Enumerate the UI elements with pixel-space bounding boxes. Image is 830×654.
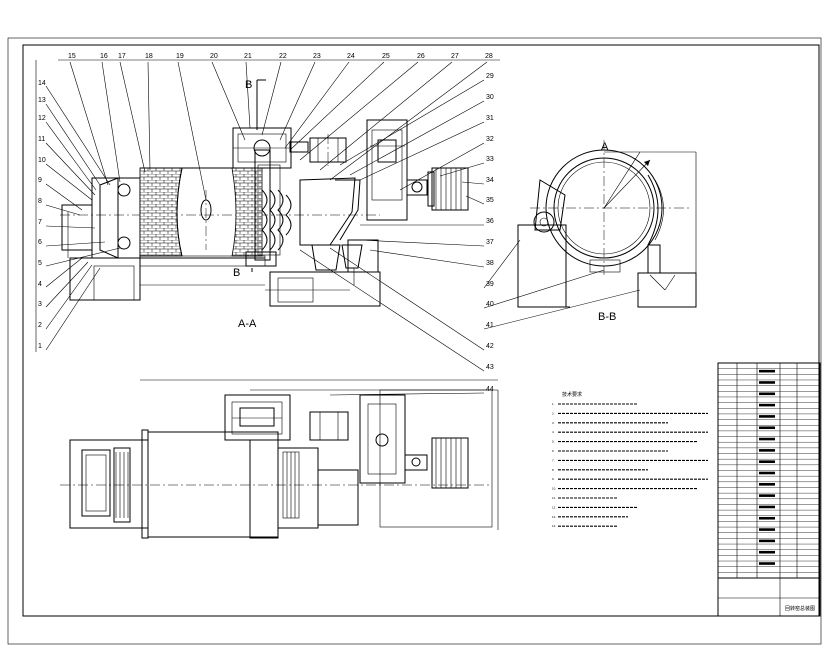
title-block-cell-text — [759, 426, 775, 430]
tech-req-line-number: 2. — [552, 411, 555, 415]
top-part-numbers: 15 16 17 18 19 20 21 22 23 24 25 26 27 2… — [58, 53, 500, 201]
tech-req-line-number: 12. — [552, 505, 556, 509]
part-18: 18 — [145, 53, 153, 60]
tech-req-line-number: 13. — [552, 515, 556, 519]
part-20: 20 — [210, 53, 218, 60]
part-23: 23 — [313, 53, 321, 60]
part-11: 11 — [38, 136, 45, 143]
right-part-numbers: 29 30 31 32 33 34 35 36 37 38 39 40 41 4… — [299, 73, 641, 396]
part-27: 27 — [451, 53, 459, 60]
part-34: 34 — [486, 177, 494, 184]
part-40: 40 — [486, 301, 494, 308]
title-block-cell-text — [759, 449, 775, 452]
part-25: 25 — [382, 53, 390, 60]
part-26: 26 — [417, 53, 425, 60]
section-bb-label: B-B — [598, 311, 616, 323]
title-block-cell-text — [759, 403, 775, 407]
tech-req-line-number: 14. — [552, 524, 556, 528]
title-block-cell-text — [759, 392, 775, 396]
title-block-cell-text — [759, 494, 775, 497]
part-2: 2 — [38, 322, 42, 329]
part-32: 32 — [486, 136, 494, 143]
tech-req-line-number: 8. — [552, 468, 555, 472]
part-21: 21 — [244, 53, 252, 60]
title-block-cell-text — [759, 539, 775, 543]
part-29: 29 — [486, 73, 494, 80]
part-8: 8 — [38, 198, 42, 205]
outer-frame — [7, 37, 822, 645]
part-19: 19 — [176, 53, 184, 60]
part-44: 44 — [486, 386, 494, 393]
part-13: 13 — [38, 97, 46, 104]
part-10: 10 — [38, 157, 46, 164]
tech-req-line-number: 4. — [552, 430, 555, 434]
part-12: 12 — [38, 115, 46, 122]
tech-req-title: 技术要求 — [562, 391, 582, 398]
technical-requirements: 技术要求 1. 2. 3. 4. 5. 6. 7. 8. 9. 10. 11. 12. 13. 14. — [552, 391, 708, 528]
part-7: 7 — [38, 219, 42, 226]
tech-req-line-number: 3. — [552, 421, 555, 425]
part-16: 16 — [100, 53, 108, 60]
plan-view — [60, 379, 499, 539]
part-5: 5 — [38, 260, 42, 267]
part-33: 33 — [486, 156, 494, 163]
drawing-name: 回转窑总装图 — [785, 605, 815, 612]
tech-req-line-number: 5. — [552, 440, 555, 444]
section-aa-label: A-A — [238, 318, 257, 330]
part-31: 31 — [486, 115, 494, 122]
title-block-cell-text — [759, 483, 775, 486]
part-9: 9 — [38, 177, 42, 184]
title-block-cell-text — [759, 550, 775, 554]
title-block-cell-text — [759, 516, 775, 520]
title-block-cell-text — [759, 381, 775, 384]
part-17: 17 — [118, 53, 126, 60]
title-block-cell-text — [759, 415, 775, 418]
part-24: 24 — [347, 53, 355, 60]
section-aa-view: B B A-A — [60, 79, 469, 330]
part-38: 38 — [486, 260, 494, 267]
tech-req-line-number: 6. — [552, 449, 555, 453]
cut-mark-bottom: B — [233, 267, 240, 279]
part-42: 42 — [486, 343, 494, 350]
part-35: 35 — [486, 197, 494, 204]
mark-a: A — [601, 141, 609, 153]
part-3: 3 — [38, 301, 42, 308]
part-41: 41 — [486, 322, 494, 329]
title-block-cell-text — [759, 460, 775, 463]
title-block: 回转窑总装图 — [717, 362, 821, 617]
part-28: 28 — [485, 53, 493, 60]
part-14: 14 — [38, 80, 46, 87]
section-bb-view: A B-B — [517, 140, 697, 323]
part-43: 43 — [486, 364, 494, 371]
title-block-cell-text — [759, 505, 775, 509]
part-4: 4 — [38, 281, 42, 288]
part-30: 30 — [486, 94, 494, 101]
part-15: 15 — [68, 53, 76, 60]
title-block-cell-text — [759, 528, 775, 531]
title-block-cell-text — [759, 437, 775, 441]
inner-frame — [22, 44, 820, 617]
tech-req-line-number: 9. — [552, 477, 555, 481]
title-block-cell-text — [759, 471, 775, 475]
left-part-numbers: 14 13 12 11 10 9 8 7 6 5 4 3 2 1 — [35, 60, 121, 352]
part-1: 1 — [38, 343, 42, 350]
part-6: 6 — [38, 239, 42, 246]
cut-mark-top: B — [245, 79, 252, 91]
title-block-cell-text — [759, 369, 775, 373]
tech-req-line-number: 10. — [552, 487, 556, 491]
tech-req-line-number: 7. — [552, 458, 555, 462]
part-39: 39 — [486, 281, 494, 288]
tech-req-line-number: 1. — [552, 402, 555, 406]
title-block-cell-text — [759, 562, 775, 565]
part-36: 36 — [486, 218, 494, 225]
part-22: 22 — [279, 53, 287, 60]
part-37: 37 — [486, 239, 494, 246]
tech-req-line-number: 11. — [552, 496, 556, 500]
